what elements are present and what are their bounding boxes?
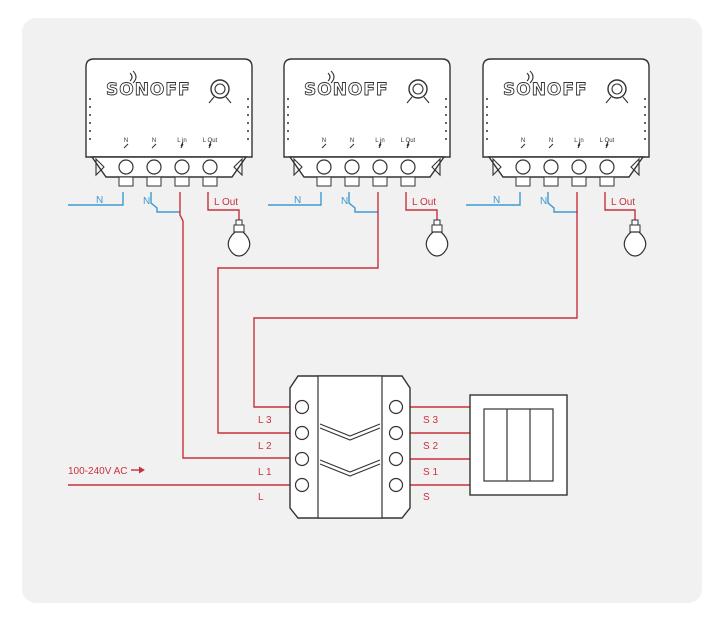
neutral-output-wire-2 xyxy=(348,192,378,213)
supply-arrow-icon xyxy=(138,466,145,474)
live-wire-l1 xyxy=(179,192,290,459)
status-led-icon xyxy=(406,79,430,104)
terminal-label-n-2: N xyxy=(350,138,354,144)
terminal-label-l-in: L in xyxy=(574,138,583,144)
wifi-signal-icon xyxy=(327,70,335,84)
terminal-label-l: L xyxy=(258,492,264,503)
terminal-label-l3: L 3 xyxy=(258,415,272,426)
terminal-label-l-in: L in xyxy=(177,138,186,144)
light-bulb-icon xyxy=(623,219,647,257)
wifi-signal-icon xyxy=(526,70,534,84)
light-bulb-icon xyxy=(227,219,251,257)
wire-label-l-out-3: L Out xyxy=(611,197,635,208)
neutral-output-wire-1 xyxy=(150,192,180,213)
terminal-label-n-1: N xyxy=(124,138,128,144)
wire-label-n-in-3: N xyxy=(493,195,500,206)
rocker-switch-icon xyxy=(469,394,568,496)
live-wire-l2 xyxy=(217,192,379,434)
terminal-label-n-2: N xyxy=(549,138,553,144)
terminal-label-s: S xyxy=(423,492,430,503)
wire-label-n-out-2: N xyxy=(341,196,348,207)
wire-label-n-out-3: N xyxy=(540,196,547,207)
wire-label-l-out-2: L Out xyxy=(412,197,436,208)
device-brand-logo: SONOFF xyxy=(304,80,389,100)
terminal-label-n-1: N xyxy=(521,138,525,144)
light-bulb-icon xyxy=(425,219,449,257)
neutral-input-wire-2 xyxy=(268,192,322,206)
switch-controller-module xyxy=(289,375,411,519)
wire-label-n-in-1: N xyxy=(96,195,103,206)
neutral-input-wire-1 xyxy=(68,192,124,206)
load-output-wire-3 xyxy=(604,192,636,220)
supply-voltage-label: 100-240V AC xyxy=(68,466,128,477)
sonoff-device-1: SONOFF N N L in L Out xyxy=(85,58,253,187)
terminal-label-l1: L 1 xyxy=(258,467,272,478)
neutral-output-wire-3 xyxy=(547,192,578,213)
load-output-wire-1 xyxy=(207,192,240,220)
sonoff-device-3: SONOFF N N L in L Out xyxy=(482,58,650,187)
terminal-label-l-out: L Out xyxy=(600,138,615,144)
terminal-label-l-out: L Out xyxy=(401,138,416,144)
terminal-label-n-1: N xyxy=(322,138,326,144)
status-led-icon xyxy=(605,79,629,104)
wire-label-l-out-1: L Out xyxy=(214,197,238,208)
wire-label-n-in-2: N xyxy=(294,195,301,206)
wire-label-n-out-1: N xyxy=(143,196,150,207)
neutral-input-wire-3 xyxy=(466,192,521,206)
terminal-label-l2: L 2 xyxy=(258,441,272,452)
device-brand-logo: SONOFF xyxy=(106,80,191,100)
terminal-label-s1: S 1 xyxy=(423,467,438,478)
terminal-label-s3: S 3 xyxy=(423,415,438,426)
status-led-icon xyxy=(208,79,232,104)
live-wire-l3 xyxy=(253,192,578,408)
terminal-label-n-2: N xyxy=(152,138,156,144)
terminal-label-s2: S 2 xyxy=(423,441,438,452)
device-brand-logo: SONOFF xyxy=(503,80,588,100)
load-output-wire-2 xyxy=(405,192,438,220)
sonoff-device-2: SONOFF N N L in L Out xyxy=(283,58,451,187)
terminal-label-l-out: L Out xyxy=(203,138,218,144)
terminal-label-l-in: L in xyxy=(375,138,384,144)
wifi-signal-icon xyxy=(129,70,137,84)
